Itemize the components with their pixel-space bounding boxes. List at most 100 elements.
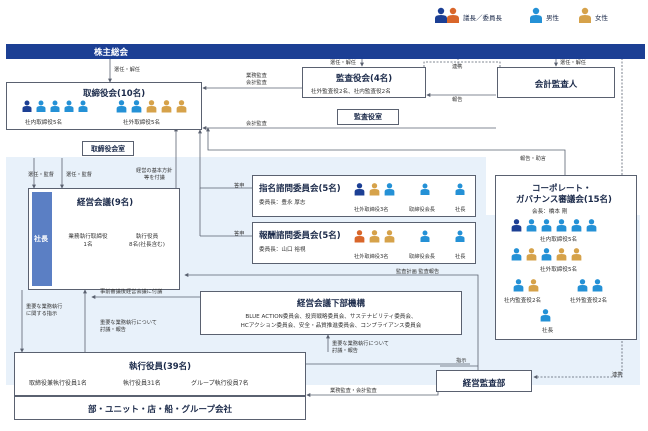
compensation-outside-icons	[353, 229, 401, 243]
male-person-icon	[511, 248, 522, 261]
label-audit-1a: 業務監査	[246, 73, 267, 79]
label-report-1: 報告	[452, 97, 463, 103]
board-outside-icons	[115, 99, 197, 113]
legend-female-label: 女性	[595, 14, 608, 22]
business-units: 部・ユニット・店・船・グループ会社	[14, 396, 306, 420]
officers-item1: 取締役兼執行役員1名	[29, 380, 87, 387]
male-icon	[528, 7, 544, 23]
label-important-exec-1b: に関する指示	[26, 311, 58, 317]
female-person-icon	[384, 230, 395, 243]
chair-person-icon	[511, 219, 522, 232]
male-person-icon	[455, 230, 465, 242]
label-important-exec-3b: 討議・報告	[332, 348, 358, 354]
male-person-icon	[540, 309, 551, 322]
chair-person-icon	[354, 183, 365, 196]
male-person-icon	[592, 279, 603, 292]
male-person-icon	[513, 279, 524, 292]
nomination-title: 指名諮問委員会(5名)	[259, 184, 341, 194]
officers-title: 執行役員(39名)	[128, 362, 192, 372]
male-person-icon	[541, 219, 552, 232]
label-pre-deliberation: 事前審議後経営会議に付議	[100, 289, 163, 295]
president-bar: 社長	[32, 192, 52, 286]
label-basic-policy-2: 等を付議	[144, 175, 165, 181]
audit-board-title: 監査役会(4名)	[336, 74, 393, 84]
nomination-group-label-1: 社外取締役3名	[354, 207, 389, 213]
label-basic-policy-1: 経営の基本方針	[136, 168, 173, 174]
subcommittees-title: 経営会議下部機構	[296, 299, 365, 309]
compensation-committee: 報酬諮問委員会(5名) 委員長：山口 裕視 社外取締役3名 取締役会長 社長	[252, 222, 476, 264]
board-office-title: 取締役会室	[91, 145, 125, 153]
male-person-icon	[556, 219, 567, 232]
male-person-icon	[78, 100, 88, 112]
label-inquiry-2: 答申	[234, 231, 245, 237]
mgmt-title: 経営会議(9名)	[77, 198, 134, 208]
nomination-group-label-2: 取締役会長	[409, 207, 435, 213]
male-person-icon	[526, 219, 537, 232]
governance-chair: 会長：橋本 剛	[532, 209, 568, 215]
board-office: 取締役会室	[82, 141, 134, 156]
audit-board: 監査役会(4名) 社外監査役2名、社内監査役2名	[302, 67, 426, 98]
mgmt-col1-line1: 業務執行取締役	[68, 234, 108, 240]
governance-group2-label: 社外取締役5名	[540, 267, 578, 273]
governance-title-1: コーポレート・	[532, 184, 592, 194]
female-person-icon	[146, 100, 157, 113]
compensation-chairman-icon	[419, 229, 433, 243]
nomination-group-label-3: 社長	[455, 207, 466, 213]
units-title: 部・ユニット・店・船・グループ会社	[88, 405, 232, 415]
label-important-exec-2a: 重要な業務執行について	[100, 320, 157, 326]
female-person-icon	[161, 100, 172, 113]
governance-group5-label: 社長	[542, 328, 554, 334]
internal-audit-title: 経営監査部	[462, 379, 506, 389]
internal-audit-dept: 経営監査部	[436, 370, 532, 392]
board-outside-label: 社外取締役5名	[123, 120, 161, 126]
nomination-committee: 指名諮問委員会(5名) 委員長：豊永 厚志 社外取締役3名 取締役会長 社長	[252, 175, 476, 217]
label-important-exec-1a: 重要な業務執行	[26, 304, 63, 310]
legend: 議長／委員長 男性 女性	[430, 6, 645, 24]
executive-officers: 執行役員(39名) 取締役兼執行役員1名 執行役員31名 グループ執行役員7名	[14, 352, 306, 396]
label-elect-3: 選任・解任	[560, 60, 586, 66]
male-person-icon	[384, 183, 395, 196]
president-label: 社長	[34, 235, 48, 243]
nomination-chairman-icon	[419, 182, 433, 196]
board-title: 取締役会(10名)	[83, 89, 146, 99]
male-person-icon	[420, 183, 430, 195]
management-meeting: 経営会議(9名) 社長 業務執行取締役 1名 執行役員 8名(社長含む)	[28, 188, 180, 290]
compensation-group-label-2: 取締役会長	[409, 254, 435, 260]
label-audit-plan-report: 監査計画 監査報告	[396, 269, 440, 275]
female-person-icon	[526, 248, 537, 261]
audit-board-office: 監査役室	[337, 109, 399, 125]
governance-title-2: ガバナンス審議会(15名)	[516, 195, 612, 205]
mgmt-col2-line2: 8名(社長含む)	[129, 242, 165, 248]
label-instruction: 指示	[456, 358, 467, 364]
female-icon	[577, 7, 593, 23]
female-person-icon	[176, 100, 187, 113]
male-person-icon	[64, 100, 74, 112]
compensation-group-label-3: 社長	[455, 254, 466, 260]
nomination-outside-icons	[353, 182, 401, 196]
male-person-icon	[541, 248, 552, 261]
governance-group3-icons	[512, 278, 552, 292]
board-inside-label: 社内取締役5名	[25, 120, 63, 126]
male-person-icon	[577, 279, 588, 292]
governance-group1-label: 社内取締役5名	[540, 237, 578, 243]
board-inside-icons	[21, 99, 91, 113]
label-coop-2: 連携	[612, 372, 623, 378]
mgmt-col2-line1: 執行役員	[135, 234, 159, 240]
chair-icon	[432, 7, 462, 23]
male-person-icon	[116, 100, 127, 113]
subcommittees-line2: HCアクション委員会、安全・品質推進委員会、コンプライアンス委員会	[240, 323, 422, 329]
board-of-directors: 取締役会(10名) 社内取締役5名 社外取締役5名	[6, 82, 202, 130]
label-audit-2: 会計監査	[246, 121, 267, 127]
governance-group1-icons	[510, 218, 622, 232]
audit-office-title: 監査役室	[354, 113, 382, 121]
label-audit-1b: 会計監査	[246, 80, 267, 86]
nomination-president-icon	[454, 182, 468, 196]
label-elect-2: 選任・解任	[330, 60, 356, 66]
officers-item3: グループ執行役員7名	[191, 380, 249, 387]
legend-chair-label: 議長／委員長	[463, 14, 502, 22]
governance-group4-label: 社外監査役2名	[570, 298, 608, 304]
compensation-president-icon	[454, 229, 468, 243]
male-person-icon	[455, 183, 465, 195]
label-business-accounting-audit: 業務監査・会計監査	[330, 388, 377, 394]
governance-group3-label: 社内監査役2名	[504, 298, 542, 304]
